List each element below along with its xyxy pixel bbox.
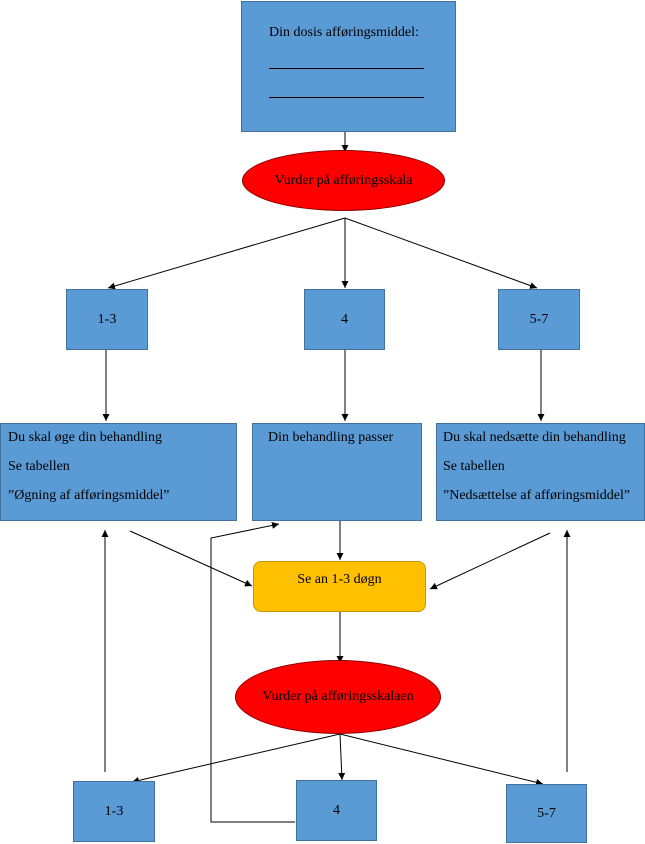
treatment-fits-box: Din behandling passer xyxy=(252,423,422,521)
increase-treatment-box: Du skal øge din behandling Se tabellen ”… xyxy=(0,423,237,521)
score-high-box: 5-7 xyxy=(498,289,580,350)
dose-box: Din dosis afføringsmiddel: xyxy=(241,1,456,132)
arrow-assess-to-low xyxy=(107,217,346,290)
arrow-decrease-to-wait xyxy=(429,532,551,590)
score-mid-2-label: 4 xyxy=(333,802,340,818)
fits-line-1: Din behandling passer xyxy=(268,430,394,445)
assess-scale-2-label: Vurder på afføringsskalaen xyxy=(262,689,414,704)
score-high-2-box: 5-7 xyxy=(506,784,587,843)
score-low-2-label: 1-3 xyxy=(104,803,124,819)
increase-line-1: Du skal øge din behandling xyxy=(8,430,162,445)
arrow-increase-to-wait xyxy=(129,530,253,587)
decrease-line-3: ”Nedsættelse af afføringsmiddel” xyxy=(443,488,631,503)
assess-scale-label: Vurder på afføringsskala xyxy=(274,172,413,188)
score-low-box: 1-3 xyxy=(66,289,148,350)
score-high-2-label: 5-7 xyxy=(537,805,556,821)
decrease-line-1: Du skal nedsætte din behandling xyxy=(443,430,626,445)
arrow-assess-to-high xyxy=(344,217,538,289)
score-high-label: 5-7 xyxy=(529,311,549,327)
decrease-treatment-box: Du skal nedsætte din behandling Se tabel… xyxy=(436,423,645,521)
score-mid-box: 4 xyxy=(304,289,385,350)
score-low-2-box: 1-3 xyxy=(73,781,155,842)
dose-blank-line-1 xyxy=(269,68,424,69)
increase-line-2: Se tabellen xyxy=(8,459,70,474)
arrow-assess2-to-high2 xyxy=(339,733,544,786)
arrow-assess2-to-mid2 xyxy=(338,733,346,781)
arrow-mid2-to-fits xyxy=(210,521,295,823)
decrease-line-2: Se tabellen xyxy=(443,459,505,474)
assess-scale-ellipse: Vurder på afføringsskala xyxy=(242,150,445,211)
score-mid-label: 4 xyxy=(341,311,348,327)
dose-box-title: Din dosis afføringsmiddel: xyxy=(269,25,419,40)
assess-scale-2-ellipse: Vurder på afføringsskalaen xyxy=(235,660,441,734)
wait-box: Se an 1-3 døgn xyxy=(253,561,426,612)
score-mid-2-box: 4 xyxy=(296,780,377,841)
increase-line-3: ”Øgning af afføringsmiddel” xyxy=(8,488,170,503)
wait-label: Se an 1-3 døgn xyxy=(297,571,382,587)
score-low-label: 1-3 xyxy=(97,311,117,327)
dose-blank-line-2 xyxy=(269,97,424,98)
arrow-assess2-to-low2 xyxy=(131,733,341,784)
